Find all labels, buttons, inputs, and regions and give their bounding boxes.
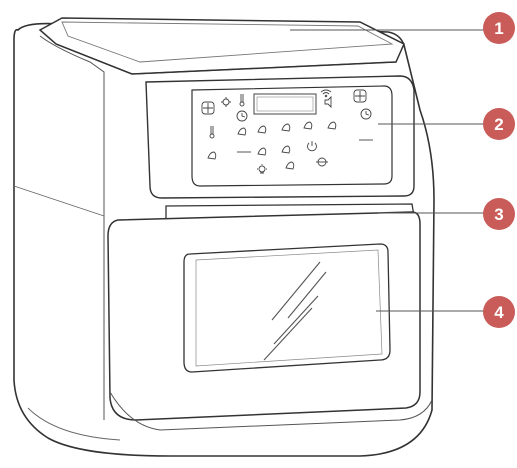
- callout-1-number: 1: [494, 19, 503, 38]
- callout-2: 2: [483, 108, 515, 140]
- callout-4: 4: [483, 296, 515, 328]
- control-panel: [192, 86, 392, 186]
- callout-4-number: 4: [494, 303, 504, 322]
- callout-2-number: 2: [494, 115, 503, 134]
- callout-1: 1: [483, 12, 515, 44]
- callout-3-number: 3: [494, 205, 503, 224]
- callout-3: 3: [483, 198, 515, 230]
- door-window: [184, 244, 390, 372]
